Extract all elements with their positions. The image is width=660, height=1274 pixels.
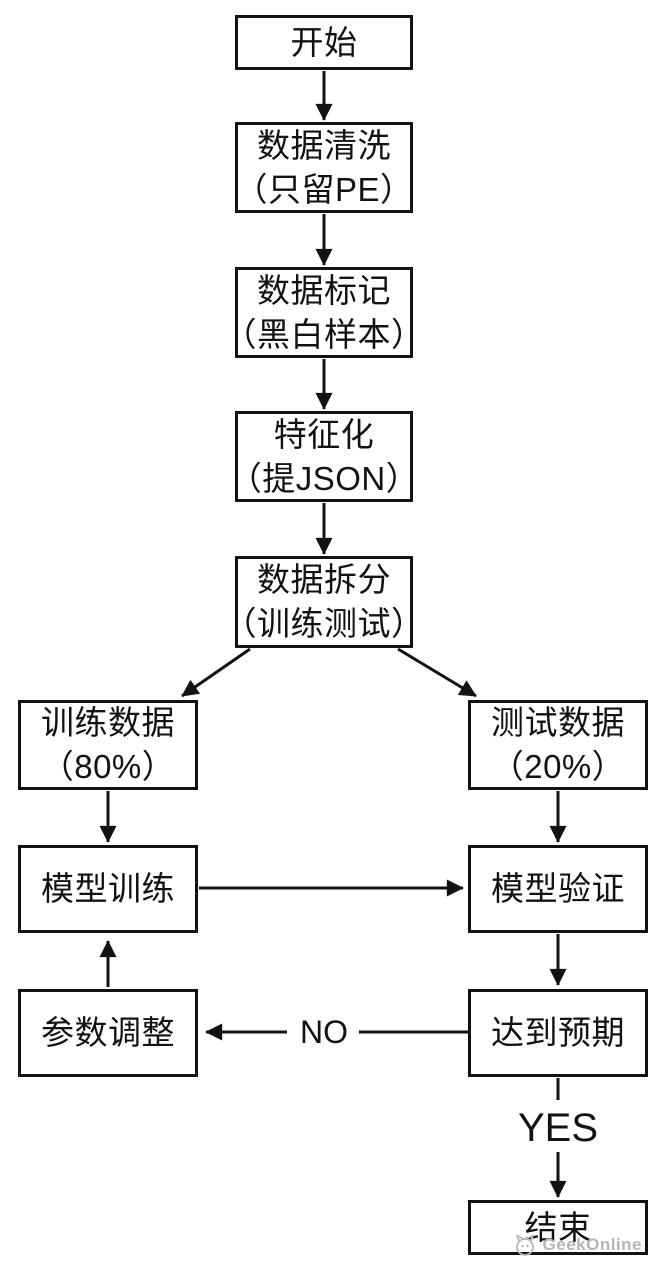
node-start-label: 开始 (290, 23, 358, 61)
node-data-split-line2: （训练测试） (223, 605, 425, 642)
node-train-data-line2: （80%） (40, 748, 176, 785)
node-model-validate: 模型验证 (468, 845, 648, 933)
node-param-adjust: 参数调整 (18, 989, 198, 1077)
node-test-data-line2: （20%） (490, 748, 626, 785)
node-data-mark-line2: （黑白样本） (223, 315, 425, 353)
node-data-clean: 数据清洗 （只留PE） (234, 122, 414, 213)
node-train-data-line1: 训练数据 (41, 704, 175, 741)
node-data-mark-line1: 数据标记 (257, 271, 391, 309)
node-model-train: 模型训练 (18, 845, 198, 933)
node-data-split-line1: 数据拆分 (257, 561, 391, 598)
node-end: 结束 (468, 1200, 648, 1255)
node-featurize-line2: （提JSON） (228, 459, 420, 497)
node-meet-expectation-label: 达到预期 (491, 1014, 625, 1051)
node-test-data: 测试数据 （20%） (468, 700, 648, 790)
geekonline-logo-icon (512, 1233, 540, 1257)
node-data-clean-line2: （只留PE） (234, 170, 414, 208)
arrow-split-to-test-data (397, 647, 477, 698)
node-model-train-label: 模型训练 (41, 870, 175, 907)
arrow-split-to-train-data (181, 647, 251, 698)
node-data-mark: 数据标记 （黑白样本） (224, 267, 424, 358)
watermark-brand: GeekOnline (542, 1235, 642, 1254)
watermark: GeekOnline (512, 1233, 642, 1257)
node-param-adjust-label: 参数调整 (41, 1014, 175, 1051)
edge-label-yes: YES (513, 1105, 603, 1151)
edge-label-no: NO (289, 1013, 359, 1051)
node-train-data: 训练数据 （80%） (18, 700, 198, 790)
node-data-clean-line1: 数据清洗 (257, 126, 391, 164)
node-featurize-line1: 特征化 (273, 415, 375, 453)
node-start: 开始 (235, 15, 413, 70)
node-featurize: 特征化 （提JSON） (229, 411, 419, 502)
node-data-split: 数据拆分 （训练测试） (224, 556, 424, 648)
node-end-label: 结束 (524, 1208, 592, 1246)
node-meet-expectation: 达到预期 (468, 989, 648, 1077)
node-model-validate-label: 模型验证 (491, 870, 625, 907)
node-test-data-line1: 测试数据 (491, 704, 625, 741)
